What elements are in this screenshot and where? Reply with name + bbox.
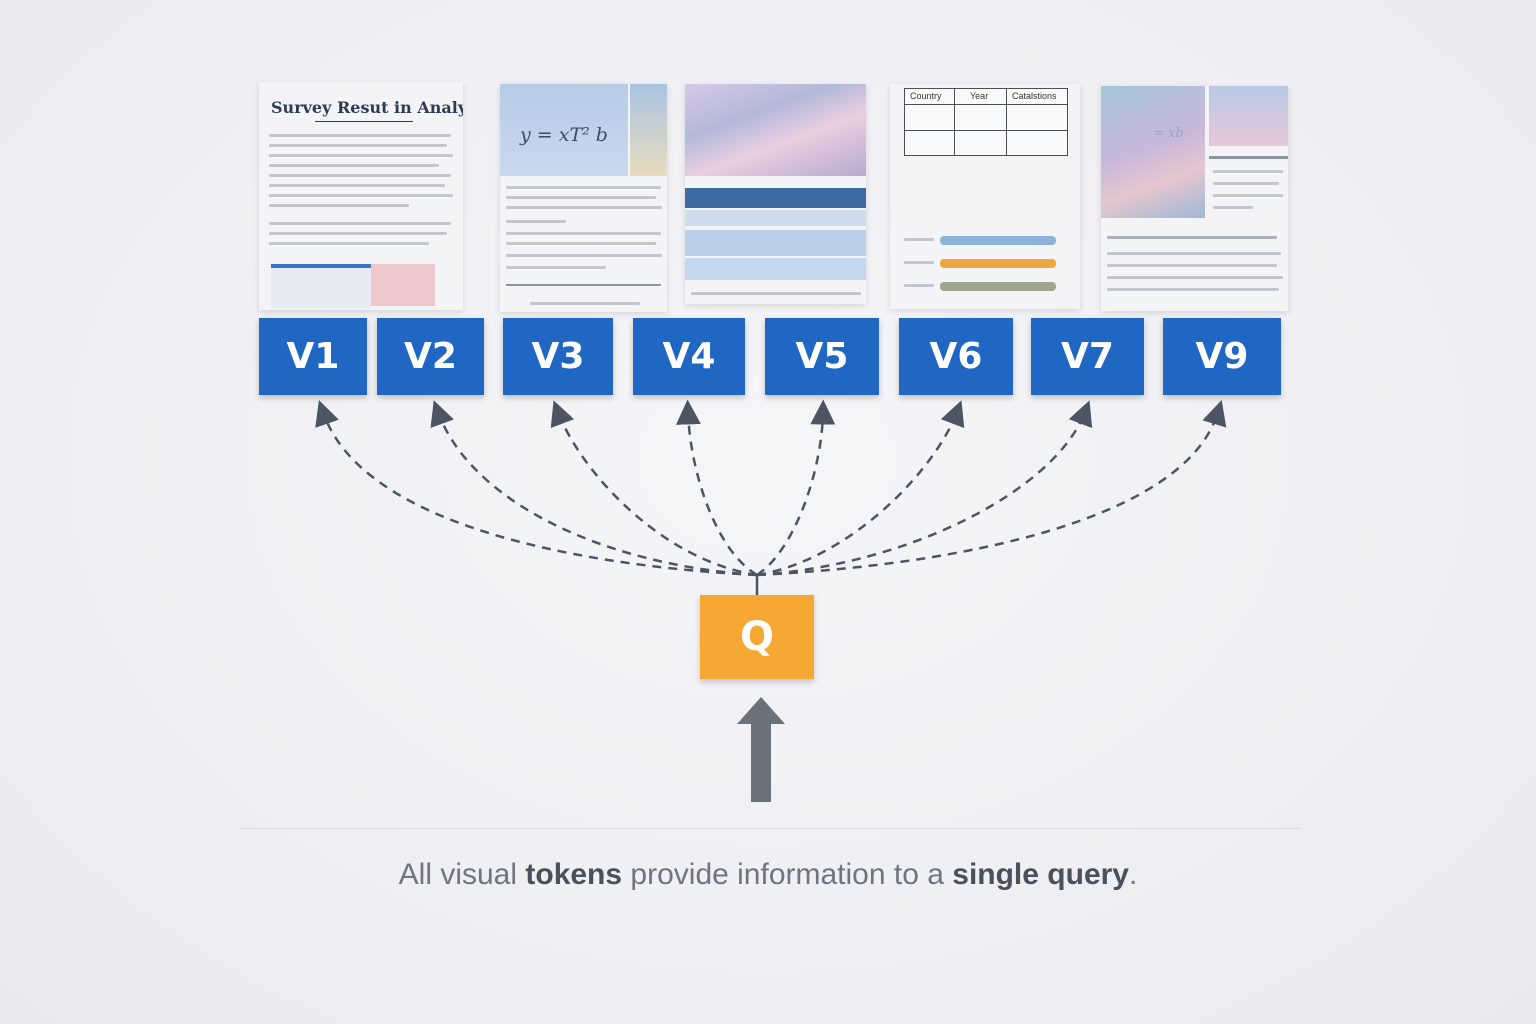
token-v2: V2 (377, 318, 484, 395)
caption-part1: All visual (399, 858, 526, 891)
query-box: Q (700, 595, 814, 679)
token-v1: V1 (259, 318, 367, 395)
arrow-to-v5 (757, 412, 823, 575)
token-v3: V3 (503, 318, 613, 395)
arrow-to-v6 (757, 412, 957, 575)
input-arrow (737, 697, 785, 802)
caption-part2: provide information to a (622, 858, 952, 891)
token-v4: V4 (633, 318, 745, 395)
arrow-to-v9 (757, 412, 1218, 575)
arrow-to-v4 (688, 412, 757, 575)
caption: All visual tokens provide information to… (0, 858, 1536, 892)
arrow-to-v3 (558, 412, 757, 575)
token-v5: V5 (765, 318, 879, 395)
token-v7: V7 (1031, 318, 1144, 395)
caption-part3: . (1129, 858, 1137, 891)
caption-bold-single-query: single query (952, 858, 1129, 891)
caption-bold-tokens: tokens (525, 858, 622, 891)
arrow-to-v1 (323, 412, 757, 575)
token-v9: V9 (1163, 318, 1281, 395)
arrow-to-v2 (438, 412, 757, 575)
divider (240, 828, 1300, 829)
arrow-to-v7 (757, 412, 1085, 575)
token-v6: V6 (899, 318, 1013, 395)
